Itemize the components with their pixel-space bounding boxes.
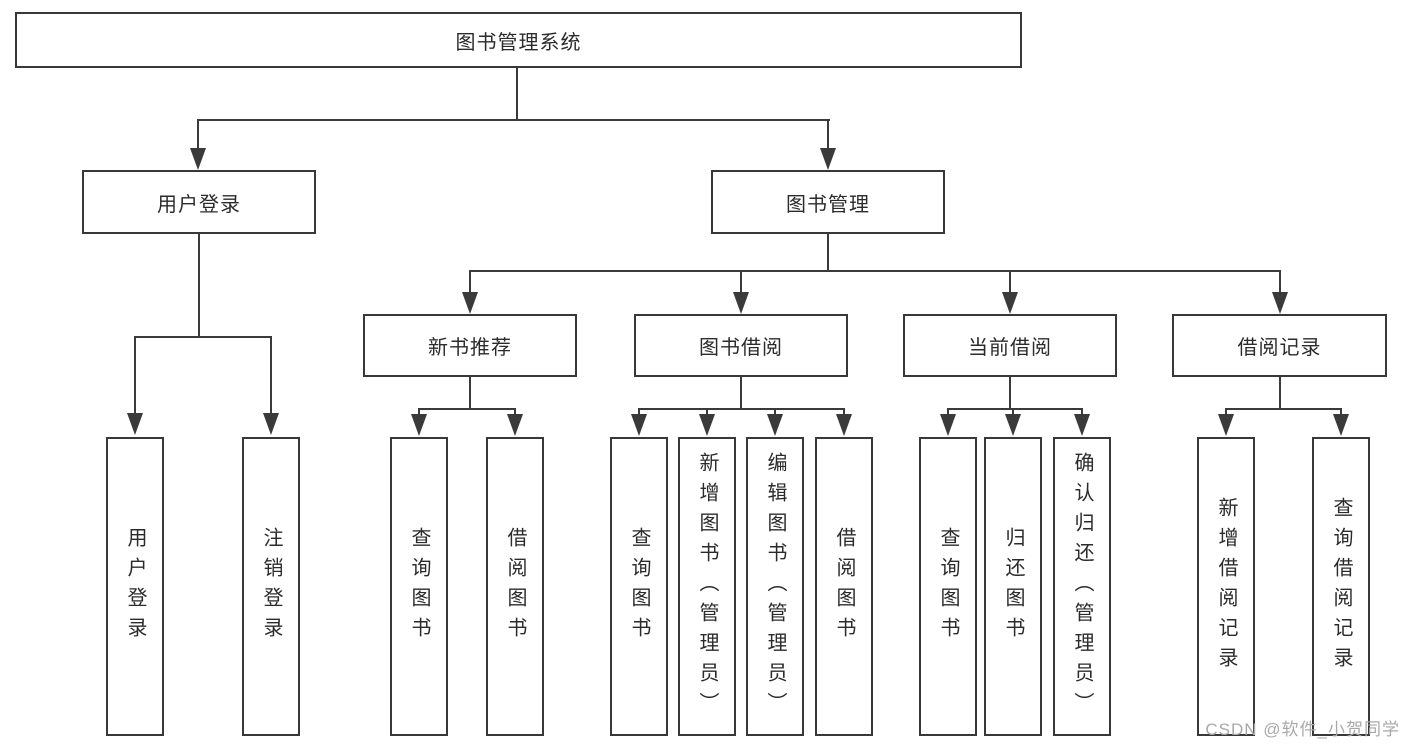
leaf-user-login: 用户登录	[106, 437, 164, 736]
arrowhead-down-icon	[190, 148, 206, 170]
node-borrowing-records: 借阅记录	[1172, 314, 1387, 377]
connector-drop	[1081, 408, 1083, 416]
connector-drop	[1009, 270, 1011, 294]
connector-sections-rail	[469, 270, 1281, 272]
arrowhead-down-icon	[1333, 414, 1349, 436]
csdn-watermark: CSDN @软件_小贺同学	[1205, 720, 1400, 739]
node-root: 图书管理系统	[15, 12, 1022, 68]
connector-drop	[270, 336, 272, 414]
leaf-borrow-books-recommend: 借阅图书	[486, 437, 544, 736]
connector-drop	[947, 408, 949, 416]
leaf-query-books-current: 查询图书	[919, 437, 977, 736]
leaf-query-borrow-record: 查询借阅记录	[1312, 437, 1370, 736]
connector-leaf-rail	[1225, 408, 1342, 410]
arrowhead-down-icon	[767, 414, 783, 436]
connector-mgmt-stem	[827, 234, 829, 272]
arrowhead-down-icon	[263, 413, 279, 435]
arrowhead-down-icon	[411, 414, 427, 436]
node-book-borrowing: 图书借阅	[634, 314, 848, 377]
connector-drop	[514, 408, 516, 416]
arrowhead-down-icon	[820, 148, 836, 170]
leaf-logout: 注销登录	[242, 437, 300, 736]
connector-section-stem	[469, 377, 471, 409]
connector-drop	[418, 408, 420, 416]
connector-drop	[1340, 408, 1342, 416]
arrowhead-down-icon	[699, 414, 715, 436]
connector-drop	[1225, 408, 1227, 416]
arrowhead-down-icon	[507, 414, 523, 436]
leaf-confirm-return-admin: 确认归还（管理员）	[1053, 437, 1111, 736]
leaf-add-books-admin: 新增图书（管理员）	[678, 437, 736, 736]
arrowhead-down-icon	[631, 414, 647, 436]
arrowhead-down-icon	[940, 414, 956, 436]
connector-leaf-rail	[418, 408, 515, 410]
connector-drop	[706, 408, 708, 416]
connector-section-stem	[740, 377, 742, 409]
node-new-book-recommendation: 新书推荐	[363, 314, 577, 377]
arrowhead-down-icon	[1002, 292, 1018, 314]
connector-drop	[638, 408, 640, 416]
connector-drop-login	[197, 119, 199, 149]
arrowhead-down-icon	[1074, 414, 1090, 436]
connector-level2-rail	[197, 119, 830, 121]
arrowhead-down-icon	[1218, 414, 1234, 436]
arrowhead-down-icon	[836, 414, 852, 436]
node-book-management: 图书管理	[711, 170, 945, 234]
connector-drop	[843, 408, 845, 416]
leaf-borrow-books-borrowing: 借阅图书	[815, 437, 873, 736]
arrowhead-down-icon	[462, 292, 478, 314]
connector-drop	[469, 270, 471, 294]
connector-login-stem	[198, 234, 200, 338]
connector-drop	[740, 270, 742, 294]
node-current-borrowing: 当前借阅	[903, 314, 1117, 377]
arrowhead-down-icon	[1272, 292, 1288, 314]
node-user-login: 用户登录	[82, 170, 316, 234]
leaf-add-borrow-record: 新增借阅记录	[1197, 437, 1255, 736]
arrowhead-down-icon	[1005, 414, 1021, 436]
connector-drop	[1012, 408, 1014, 416]
leaf-query-books-recommend: 查询图书	[390, 437, 448, 736]
connector-drop	[774, 408, 776, 416]
leaf-edit-books-admin: 编辑图书（管理员）	[746, 437, 804, 736]
connector-drop	[1279, 270, 1281, 294]
arrowhead-down-icon	[733, 292, 749, 314]
connector-root-stem	[516, 68, 518, 120]
connector-drop	[134, 336, 136, 414]
connector-section-stem	[1279, 377, 1281, 409]
connector-leaf-rail	[638, 408, 845, 410]
connector-login-rail	[134, 336, 272, 338]
connector-leaf-rail	[947, 408, 1083, 410]
connector-drop-mgmt	[827, 119, 829, 149]
leaf-query-books-borrowing: 查询图书	[610, 437, 668, 736]
connector-section-stem	[1009, 377, 1011, 409]
arrowhead-down-icon	[127, 413, 143, 435]
leaf-return-books: 归还图书	[984, 437, 1042, 736]
